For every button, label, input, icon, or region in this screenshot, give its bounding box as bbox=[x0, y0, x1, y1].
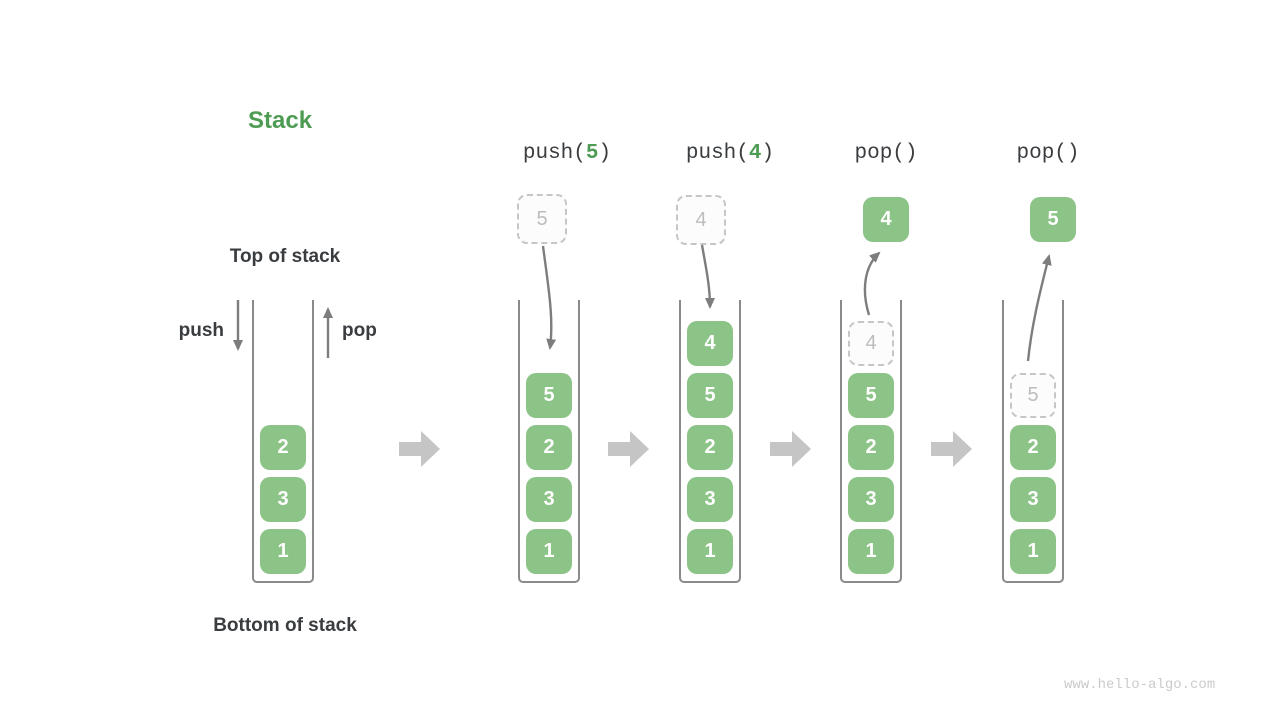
op-prefix: push( bbox=[522, 142, 586, 165]
pop-label: pop bbox=[342, 320, 377, 341]
stack-cell: 2 bbox=[260, 425, 306, 470]
op-prefix: push( bbox=[685, 142, 749, 165]
operation-label-push4: push(4) bbox=[650, 142, 810, 165]
stack-cell-ghost: 4 bbox=[848, 321, 894, 366]
push4-motion-arrow-icon bbox=[700, 244, 715, 309]
step-arrow-icon bbox=[931, 431, 972, 467]
stack-cell: 1 bbox=[260, 529, 306, 574]
stack-container-after-push5: 5 2 3 1 bbox=[518, 300, 580, 583]
stack-container-after-push4: 4 5 2 3 1 bbox=[679, 300, 741, 583]
op-arg: 5 bbox=[585, 142, 599, 165]
step-arrow-icon bbox=[399, 431, 440, 467]
stack-container-initial: 2 3 1 bbox=[252, 300, 314, 583]
stack-cell: 1 bbox=[1010, 529, 1056, 574]
popped-value-box-4: 4 bbox=[863, 197, 909, 242]
stack-cell: 2 bbox=[687, 425, 733, 470]
popped-value-box-5: 5 bbox=[1030, 197, 1076, 242]
op-suffix: ) bbox=[761, 142, 775, 165]
stack-container-after-pop4: 4 5 2 3 1 bbox=[840, 300, 902, 583]
stack-cell: 5 bbox=[526, 373, 572, 418]
incoming-value-box-5: 5 bbox=[517, 194, 567, 244]
stack-cell: 2 bbox=[526, 425, 572, 470]
stack-container-after-pop5: 5 2 3 1 bbox=[1002, 300, 1064, 583]
stack-cell: 3 bbox=[526, 477, 572, 522]
op-prefix: pop() bbox=[1016, 142, 1080, 165]
bottom-of-stack-label: Bottom of stack bbox=[213, 615, 357, 636]
stack-cell: 1 bbox=[687, 529, 733, 574]
diagram-title: Stack bbox=[248, 107, 313, 134]
top-of-stack-label: Top of stack bbox=[229, 246, 341, 267]
operation-label-pop-2: pop() bbox=[968, 142, 1128, 165]
step-arrow-icon bbox=[608, 431, 649, 467]
stack-cell: 5 bbox=[848, 373, 894, 418]
op-arg: 4 bbox=[748, 142, 762, 165]
stack-cell: 2 bbox=[1010, 425, 1056, 470]
stack-cell: 3 bbox=[1010, 477, 1056, 522]
op-prefix: pop() bbox=[854, 142, 918, 165]
stack-cell: 5 bbox=[687, 373, 733, 418]
operation-label-pop-1: pop() bbox=[806, 142, 966, 165]
push-label: push bbox=[178, 320, 224, 341]
stack-cell-ghost: 5 bbox=[1010, 373, 1056, 418]
operation-label-push5: push(5) bbox=[487, 142, 647, 165]
stack-cell: 1 bbox=[526, 529, 572, 574]
stack-cell: 1 bbox=[848, 529, 894, 574]
stack-cell: 3 bbox=[848, 477, 894, 522]
stack-cell: 3 bbox=[260, 477, 306, 522]
stack-cell: 4 bbox=[687, 321, 733, 366]
incoming-value-box-4: 4 bbox=[676, 195, 726, 245]
watermark: www.hello-algo.com bbox=[1064, 677, 1216, 693]
stack-cell: 3 bbox=[687, 477, 733, 522]
step-arrow-icon bbox=[770, 431, 811, 467]
op-suffix: ) bbox=[598, 142, 612, 165]
stack-cell: 2 bbox=[848, 425, 894, 470]
